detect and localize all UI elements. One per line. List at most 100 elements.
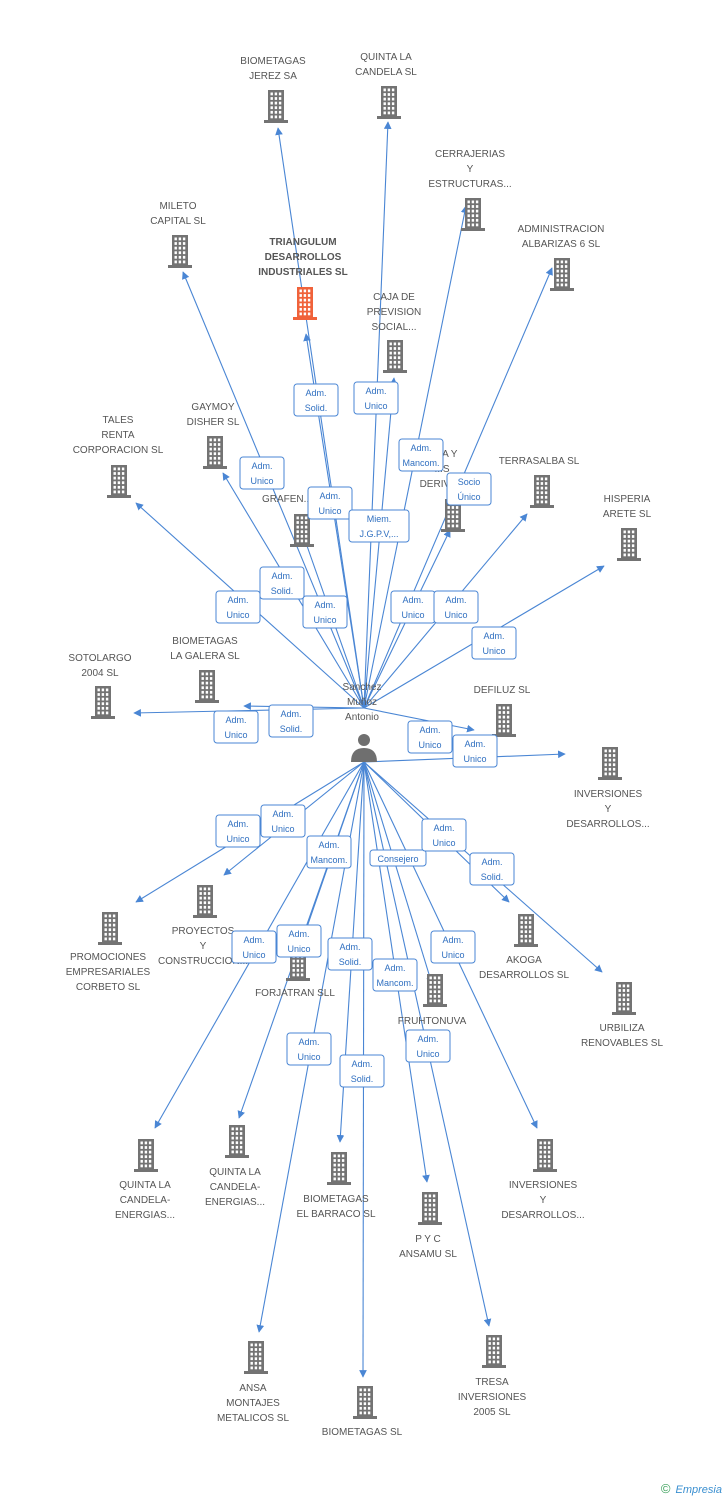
- edge-label[interactable]: Adm.Solid.: [469, 852, 515, 886]
- building-icon[interactable]: [98, 912, 122, 945]
- footer-brand[interactable]: © Empresia: [661, 1481, 722, 1496]
- edge-label[interactable]: Adm.Unico: [215, 814, 261, 848]
- edge-label[interactable]: Adm.Unico: [407, 720, 453, 754]
- edge-label[interactable]: Adm.Unico: [421, 818, 467, 852]
- building-icon[interactable]: [327, 1152, 351, 1185]
- building-icon[interactable]: [91, 686, 115, 719]
- building-icon[interactable]: [492, 704, 516, 737]
- building-icon[interactable]: [203, 436, 227, 469]
- building-icon[interactable]: [225, 1125, 249, 1158]
- edge-label[interactable]: Adm.Unico: [471, 626, 517, 660]
- node-label[interactable]: TERRASALBA SL: [499, 456, 580, 467]
- edge-label[interactable]: Adm.Unico: [215, 590, 261, 624]
- building-icon[interactable]: [530, 475, 554, 508]
- edge-label[interactable]: Adm.Unico: [430, 930, 476, 964]
- building-icon[interactable]: [533, 1139, 557, 1172]
- building-icon[interactable]: [195, 670, 219, 703]
- building-icon[interactable]: [612, 982, 636, 1015]
- edge-label[interactable]: Adm.Mancom.: [372, 958, 418, 992]
- edge-label[interactable]: Adm.Unico: [307, 486, 353, 520]
- edge-label[interactable]: Adm.Solid.: [268, 704, 314, 738]
- building-icon[interactable]: [461, 198, 485, 231]
- edge-label[interactable]: Adm.Unico: [286, 1032, 332, 1066]
- building-icon[interactable]: [168, 235, 192, 268]
- building-icon[interactable]: [193, 885, 217, 918]
- building-icon[interactable]: [423, 974, 447, 1007]
- building-icon[interactable]: [264, 90, 288, 123]
- edge-label[interactable]: Adm.Solid.: [259, 566, 305, 600]
- edge-label[interactable]: Adm.Solid.: [339, 1054, 385, 1088]
- edge-label[interactable]: Adm.Unico: [433, 590, 479, 624]
- edge-label[interactable]: Adm.Unico: [213, 710, 259, 744]
- edge-label[interactable]: Adm.Unico: [276, 924, 322, 958]
- node-grafen[interactable]: GRAFEN...: [262, 494, 314, 547]
- building-icon[interactable]: [514, 914, 538, 947]
- edge-label[interactable]: Adm.Unico: [239, 456, 285, 490]
- node-label[interactable]: FORJATRAN SLL: [255, 988, 335, 999]
- building-icon[interactable]: [418, 1192, 442, 1225]
- building-icon[interactable]: [482, 1335, 506, 1368]
- building-icon[interactable]: [617, 528, 641, 561]
- edge-label[interactable]: Adm.Unico: [302, 595, 348, 629]
- edge-label[interactable]: Adm.Unico: [260, 804, 306, 838]
- edge-label[interactable]: Adm.Unico: [353, 381, 399, 415]
- edge-label[interactable]: Adm.Mancom.: [306, 835, 352, 869]
- node-defiluz[interactable]: DEFILUZ SL: [474, 685, 531, 737]
- node-label[interactable]: DEFILUZ SL: [474, 685, 531, 696]
- edge-label[interactable]: Adm.Unico: [452, 734, 498, 768]
- edge-label[interactable]: Consejero: [369, 849, 427, 867]
- building-icon[interactable]: [550, 258, 574, 291]
- building-icon[interactable]: [107, 465, 131, 498]
- building-icon[interactable]: [134, 1139, 158, 1172]
- building-icon[interactable]: [598, 747, 622, 780]
- building-icon[interactable]: [353, 1386, 377, 1419]
- building-icon[interactable]: [244, 1341, 268, 1374]
- edge-label[interactable]: Adm.Unico: [231, 930, 277, 964]
- building-icon-highlight[interactable]: [293, 287, 317, 320]
- edge-label[interactable]: Adm.Unico: [390, 590, 436, 624]
